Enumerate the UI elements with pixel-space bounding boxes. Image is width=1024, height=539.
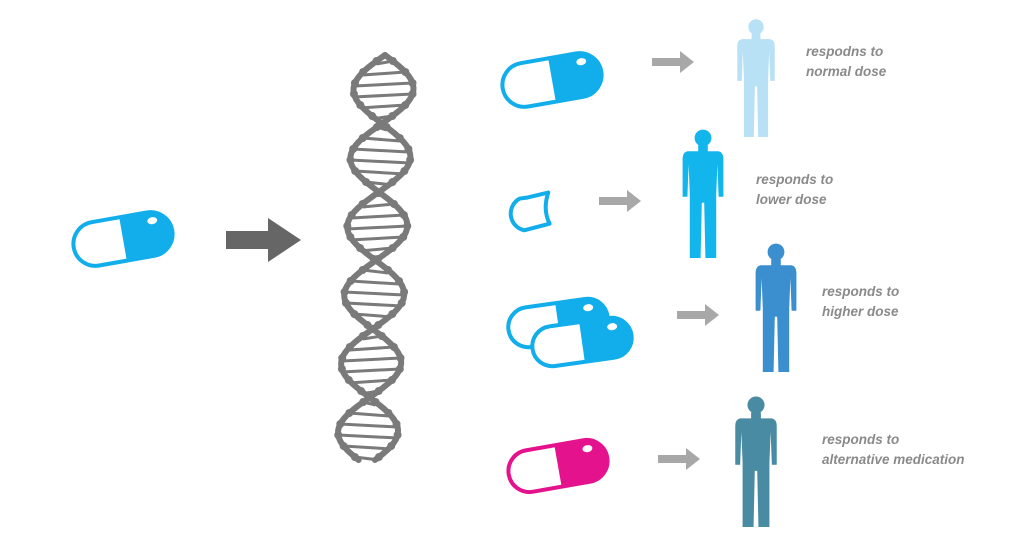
dna-base-pair — [344, 290, 405, 297]
outcome-label-higher: responds to higher dose — [822, 282, 899, 322]
higher-dose-pills-icon — [506, 296, 634, 369]
arrow-right-icon — [658, 448, 700, 470]
alternative-medication-pill-icon — [506, 437, 610, 495]
arrow-right-icon — [599, 190, 641, 212]
dna-base-pair — [338, 433, 398, 440]
dna-base-pair — [353, 92, 413, 99]
dna-base-pair — [350, 235, 404, 242]
input-capsule-icon — [71, 210, 175, 268]
outcome-label-line2: lower dose — [756, 192, 827, 207]
outcome-label-line1: responds to — [756, 172, 834, 187]
dna-base-pair — [341, 367, 400, 374]
outcome-label-line1: responds to — [822, 432, 900, 447]
outcome-label-lower: responds to lower dose — [756, 170, 833, 210]
dna-base-pair — [360, 103, 406, 110]
dna-helix-icon — [334, 52, 417, 463]
dna-base-pair — [362, 202, 395, 209]
dna-base-pair — [349, 411, 389, 418]
lower-dose-pill-icon — [508, 190, 552, 233]
person-lower-icon — [682, 129, 724, 258]
dna-base-pair — [350, 279, 400, 286]
dna-base-pair — [353, 147, 409, 154]
dna-base-pair — [355, 169, 405, 176]
arrow-right-icon — [677, 304, 719, 326]
dna-base-pair — [362, 136, 400, 143]
dna-base-pair — [343, 444, 392, 451]
dna-base-pair — [340, 422, 397, 429]
dna-base-pair — [354, 81, 413, 88]
outcome-label-alternative: responds to alternative medication — [822, 430, 965, 470]
dna-base-pair — [348, 378, 393, 385]
dna-base-pair — [350, 158, 411, 165]
person-higher-icon — [755, 243, 797, 372]
arrow-right-icon — [226, 218, 301, 262]
normal-dose-pill-icon — [500, 51, 604, 109]
dna-backbone — [338, 52, 414, 463]
dna-base-pair — [342, 356, 401, 363]
outcome-label-line2: normal dose — [806, 64, 887, 79]
outcome-label-normal: respodns to normal dose — [806, 42, 886, 82]
dna-base-pair — [351, 213, 404, 220]
outcome-label-line1: respodns to — [806, 44, 884, 59]
arrow-right-icon — [652, 51, 694, 73]
outcome-label-line2: higher dose — [822, 304, 899, 319]
outcome-label-line2: alternative medication — [822, 452, 965, 467]
outcome-label-line1: responds to — [822, 284, 900, 299]
dna-base-pair — [347, 224, 408, 231]
dna-base-pair — [349, 345, 395, 352]
person-normal-icon — [737, 19, 775, 137]
dna-base-pair — [345, 301, 402, 308]
person-alternative-icon — [735, 396, 777, 527]
dna-base-pair — [363, 70, 406, 77]
